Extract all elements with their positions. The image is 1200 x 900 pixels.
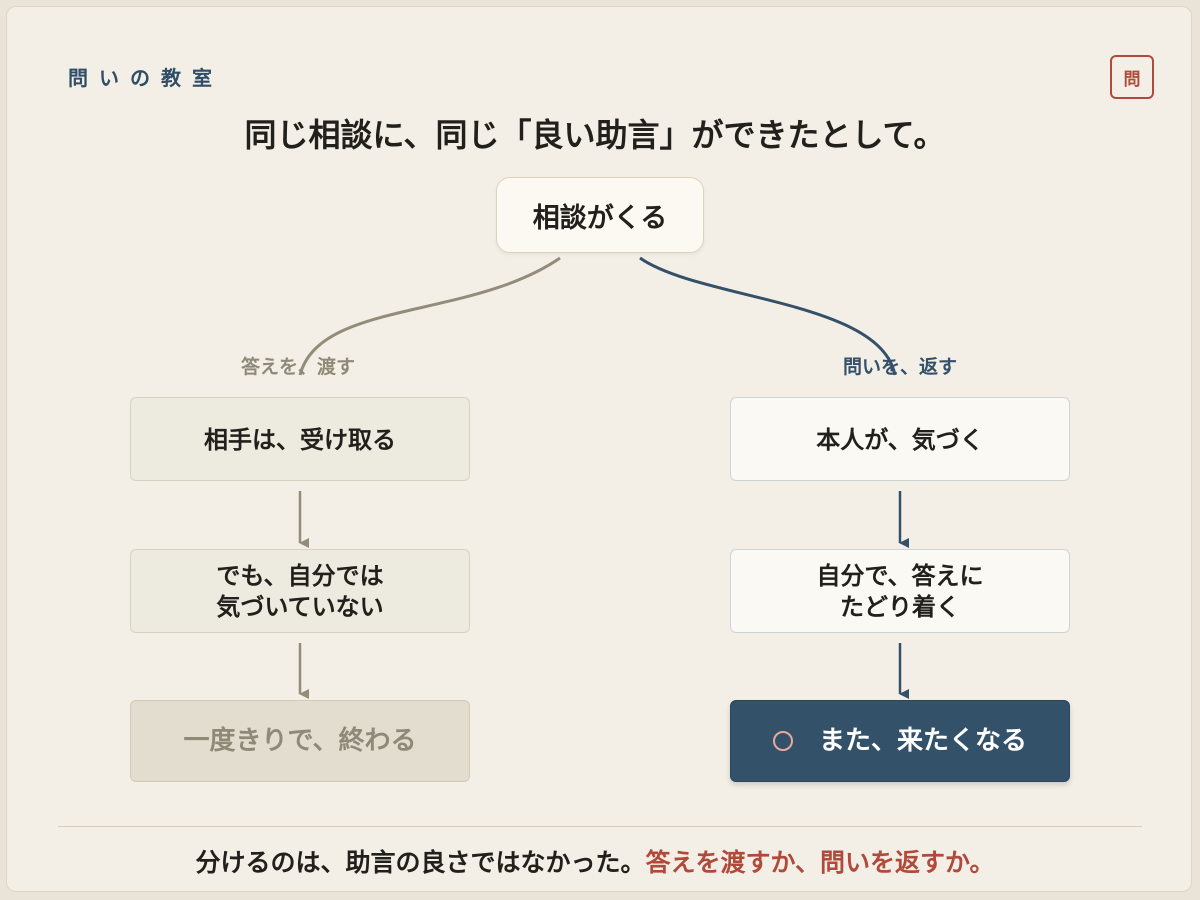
- seal-stamp: 問: [1110, 55, 1154, 99]
- left-step-1: 相手は、受け取る: [130, 397, 470, 481]
- left-step-1-text: 相手は、受け取る: [204, 424, 396, 454]
- right-step-2: 自分で、答えに たどり着く: [730, 549, 1070, 633]
- right-step-2-line-2: たどり着く: [839, 592, 960, 621]
- right-step-1-text: 本人が、気づく: [816, 424, 984, 454]
- conclusion-accent: 答えを渡すか、問いを返すか。: [645, 848, 995, 877]
- right-step-2-text: 自分で、答えに たどり着く: [816, 560, 983, 622]
- right-end-text: また、来たくなる: [818, 725, 1027, 756]
- right-branch-label: 問いを、返す: [842, 356, 957, 378]
- conclusion: 分けるのは、助言の良さではなかった。答えを渡すか、問いを返すか。: [0, 843, 1190, 879]
- root-node: 相談がくる: [496, 177, 704, 253]
- right-end-node: また、来たくなる: [730, 700, 1070, 782]
- divider: [58, 826, 1142, 827]
- conclusion-main: 分けるのは、助言の良さではなかった。: [195, 848, 646, 877]
- left-end-text: 一度きりで、終わる: [183, 725, 417, 756]
- right-branch-line: [639, 256, 897, 376]
- left-step-2-line-2: 気づいていない: [216, 592, 384, 621]
- left-branch-label: 答えを、渡す: [240, 356, 355, 378]
- left-step-2-text: でも、自分では 気づいていない: [216, 560, 383, 622]
- page-title: 同じ相談に、同じ「良い助言」ができたとして。: [244, 116, 946, 154]
- left-end-node: 一度きりで、終わる: [130, 700, 470, 782]
- left-step-2: でも、自分では 気づいていない: [130, 549, 470, 633]
- circle-icon: [772, 731, 793, 751]
- right-step-1: 本人が、気づく: [730, 397, 1070, 481]
- brand-title: 問いの教室: [68, 66, 223, 90]
- left-step-2-line-1: でも、自分では: [216, 561, 384, 590]
- right-step-2-line-1: 自分で、答えに: [816, 561, 984, 590]
- left-branch-line: [298, 256, 561, 376]
